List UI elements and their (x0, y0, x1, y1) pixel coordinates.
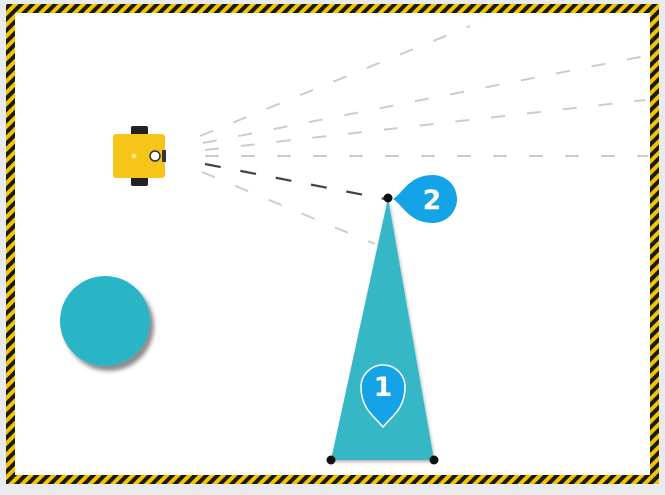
robot-sensor-bar (162, 150, 166, 162)
arena-border (6, 4, 659, 484)
circle-obstacle[interactable] (60, 276, 150, 366)
triangle-vertex-left[interactable] (327, 456, 336, 465)
callout-2-label: 2 (423, 185, 442, 216)
callout-1-label: 1 (374, 372, 393, 403)
triangle-vertex-right[interactable] (430, 456, 439, 465)
robot-icon[interactable] (113, 126, 166, 186)
robot-eye (150, 151, 160, 161)
robot-sensor-dot (132, 154, 137, 159)
triangle-vertex-top[interactable] (384, 194, 393, 203)
arena-floor (15, 13, 650, 475)
